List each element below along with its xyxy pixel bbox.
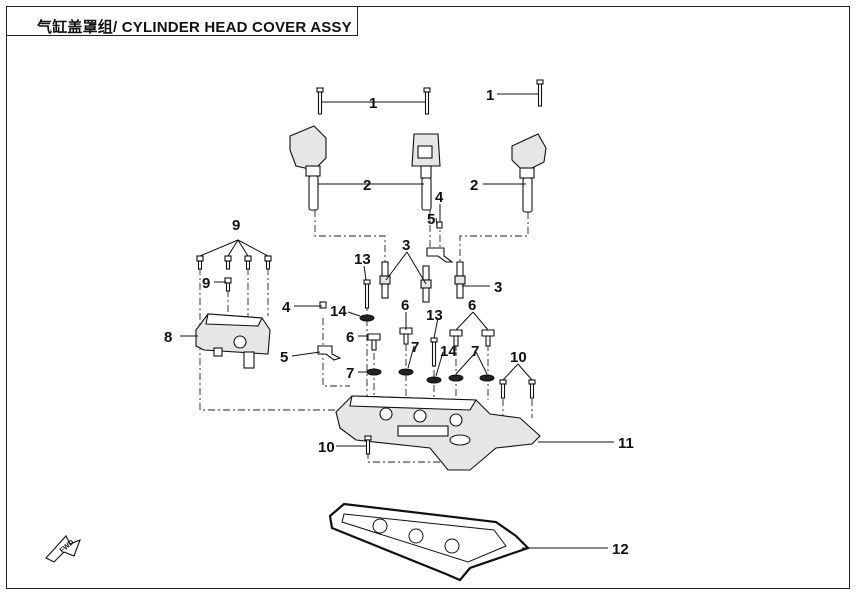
ignition-coil-mid bbox=[411, 133, 441, 211]
bolt-1-mid bbox=[423, 87, 431, 115]
ignition-module-8 bbox=[195, 313, 271, 369]
callout-9: 9 bbox=[232, 217, 240, 234]
forward-arrow-icon: FWD bbox=[45, 535, 81, 563]
callout-10: 10 bbox=[318, 439, 335, 456]
callout-1: 1 bbox=[369, 95, 377, 112]
callout-6: 6 bbox=[468, 297, 476, 314]
bolt-1-left bbox=[316, 87, 324, 115]
callout-13: 13 bbox=[354, 251, 371, 268]
callout-4: 4 bbox=[435, 189, 444, 206]
callout-12: 12 bbox=[612, 541, 629, 558]
grommet-7-right-b bbox=[479, 374, 495, 382]
callout-labels: 1 1 2 2 3 3 4 4 5 5 6 6 6 7 7 7 8 9 9 10… bbox=[164, 87, 634, 558]
bracket-upper bbox=[426, 221, 454, 263]
callout-3: 3 bbox=[494, 279, 502, 296]
callout-2: 2 bbox=[363, 177, 371, 194]
callout-7: 7 bbox=[471, 343, 479, 360]
seal-14-mid bbox=[426, 376, 442, 384]
bolt-6-mid bbox=[399, 327, 413, 345]
callout-10: 10 bbox=[510, 349, 527, 366]
callout-1: 1 bbox=[486, 87, 494, 104]
bolt-1-right bbox=[536, 79, 544, 107]
callout-11: 11 bbox=[618, 435, 634, 452]
grommet-7-right-a bbox=[448, 374, 464, 382]
callout-7: 7 bbox=[411, 339, 419, 356]
callout-14: 14 bbox=[440, 343, 457, 360]
diagram-frame bbox=[6, 6, 850, 589]
ignition-coil-right bbox=[511, 133, 547, 213]
seal-14-left bbox=[359, 314, 375, 322]
bolt-13-mid bbox=[430, 337, 438, 367]
leader-lines bbox=[180, 93, 614, 549]
spark-plug-right bbox=[454, 261, 466, 299]
spark-plug-left bbox=[379, 261, 391, 299]
grommet-7-left bbox=[366, 368, 382, 376]
bolt-13-left bbox=[363, 279, 371, 309]
callout-8: 8 bbox=[164, 329, 172, 346]
gasket-12 bbox=[328, 502, 531, 582]
ignition-coil-left bbox=[289, 125, 327, 211]
bolt-6-right-a bbox=[449, 329, 463, 347]
callout-6: 6 bbox=[401, 297, 409, 314]
callout-13: 13 bbox=[426, 307, 443, 324]
title-box: 气缸盖罩组/ CYLINDER HEAD COVER ASSY bbox=[6, 6, 358, 36]
bolts-9 bbox=[196, 255, 272, 292]
callout-5: 5 bbox=[427, 211, 435, 228]
diagram-title: 气缸盖罩组/ CYLINDER HEAD COVER ASSY bbox=[37, 19, 352, 36]
bolts-10 bbox=[364, 379, 536, 455]
bracket-lower bbox=[317, 301, 342, 361]
callout-5: 5 bbox=[280, 349, 288, 366]
callout-7: 7 bbox=[346, 365, 354, 382]
callout-3: 3 bbox=[402, 237, 410, 254]
callout-14: 14 bbox=[330, 303, 347, 320]
cylinder-head-cover-11 bbox=[335, 395, 541, 471]
callout-2: 2 bbox=[470, 177, 478, 194]
bolt-6-left bbox=[367, 333, 381, 351]
callout-6: 6 bbox=[346, 329, 354, 346]
callout-9: 9 bbox=[202, 275, 210, 292]
callout-4: 4 bbox=[282, 299, 291, 316]
grommet-7-mid bbox=[398, 368, 414, 376]
bolt-6-right-b bbox=[481, 329, 495, 347]
